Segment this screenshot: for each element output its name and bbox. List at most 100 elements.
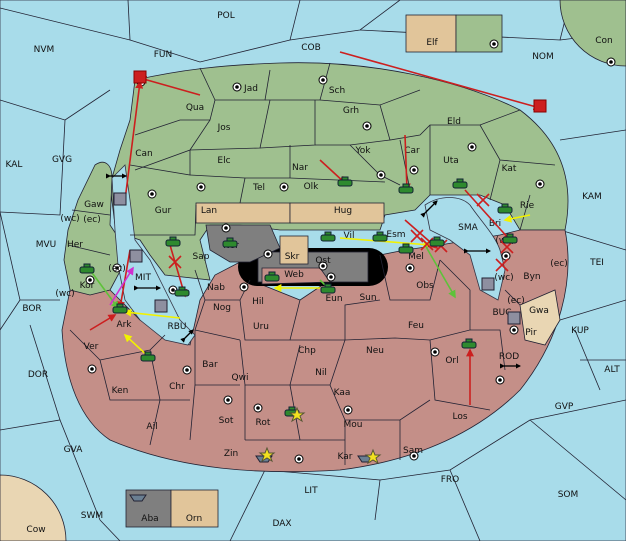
supply-center-dot — [171, 288, 175, 292]
supply-center-dot — [282, 185, 286, 189]
army-unit-icon[interactable] — [502, 233, 518, 244]
region-label-tei: TEI — [589, 258, 604, 268]
region-label-sap: Sap — [193, 252, 210, 262]
army-unit-icon[interactable] — [320, 283, 336, 294]
region-label-feu: Feu — [408, 321, 424, 331]
region-label-dor: DOR — [28, 370, 48, 380]
region-skr[interactable] — [279, 235, 309, 265]
region-label-hil: Hil — [252, 297, 264, 307]
region-orn[interactable] — [170, 489, 219, 528]
army-unit-icon[interactable] — [174, 286, 190, 297]
army-unit-icon[interactable] — [461, 338, 477, 349]
region-label-rie: Rie — [520, 201, 535, 211]
army-unit-icon[interactable] — [429, 236, 445, 247]
region-label-rot: Rot — [256, 418, 271, 428]
supply-center-dot — [365, 124, 369, 128]
region-label-her: Her — [67, 240, 83, 250]
army-unit-icon[interactable] — [398, 183, 414, 194]
region-label-nog: Nog — [213, 303, 231, 313]
region-label-bar: Bar — [202, 360, 218, 370]
army-unit-icon[interactable] — [140, 351, 156, 362]
region-label-tel: Tel — [252, 183, 265, 193]
region-label-fun: FUN — [154, 50, 173, 60]
region-label-cow: Cow — [26, 525, 45, 535]
region-label-rbu: RBU — [167, 322, 186, 332]
region-nor[interactable] — [205, 224, 281, 263]
supply-center-dot — [224, 226, 228, 230]
region-label-sam: Sam — [403, 446, 423, 456]
region-label-ail: Ail — [146, 422, 157, 432]
army-unit-icon[interactable] — [165, 236, 181, 247]
army-unit-icon[interactable] — [452, 178, 468, 189]
region-label-lan: Lan — [201, 206, 217, 216]
province-borders-green — [67, 62, 556, 256]
region-label-sun: Sun — [359, 293, 376, 303]
coast-label: (wc) — [494, 273, 513, 283]
region-label-nil: Nil — [315, 368, 327, 378]
region-label-orn: Orn — [186, 514, 202, 524]
region-label-chr: Chr — [169, 382, 185, 392]
region-label-chp: Chp — [298, 346, 316, 356]
army-unit-icon[interactable] — [264, 271, 280, 282]
region-label-kar: Kar — [338, 452, 353, 462]
fleet-units — [113, 70, 547, 502]
region-cow[interactable] — [0, 474, 67, 541]
region-label-rod: ROD — [499, 352, 519, 362]
region-hug[interactable] — [289, 202, 385, 224]
region-label-vil: Vil — [344, 231, 355, 241]
supply-center-dot — [256, 406, 260, 410]
region-label-uta: Uta — [443, 156, 459, 166]
convoy-link-arrows — [105, 173, 522, 369]
region-gwa[interactable] — [519, 289, 561, 346]
region-label-jos: Jos — [217, 123, 231, 133]
province-borders-red — [69, 254, 521, 465]
supply-center-dot — [433, 350, 437, 354]
coast-label: (ec) — [550, 259, 568, 269]
coast-label: (ec) — [83, 215, 101, 225]
army-units — [79, 176, 518, 417]
region-label-buc: BUC — [492, 308, 511, 318]
army-unit-icon[interactable] — [398, 243, 414, 254]
region-label-grh: Grh — [343, 106, 359, 116]
supply-center-dot — [329, 275, 333, 279]
region-label-neu: Neu — [366, 346, 384, 356]
region-label-web: Web — [284, 270, 304, 280]
army-unit-icon[interactable] — [320, 231, 336, 242]
star-markers — [258, 406, 382, 465]
army-unit-icon[interactable] — [372, 231, 388, 242]
region-label-lit: LIT — [304, 486, 318, 496]
region-label-jad: Jad — [243, 84, 258, 94]
region-label-con: Con — [595, 36, 613, 46]
army-unit-icon[interactable] — [497, 203, 513, 214]
region-label-car: Car — [404, 146, 420, 156]
supply-center-dot — [321, 264, 325, 268]
supply-center-dot — [346, 408, 350, 412]
supply-center-dot — [88, 278, 92, 282]
army-unit-icon[interactable] — [222, 237, 238, 248]
region-label-kam: KAM — [582, 192, 602, 202]
region-elf[interactable] — [405, 14, 457, 53]
supply-center-dot — [115, 266, 119, 270]
region-label-uru: Uru — [253, 322, 269, 332]
army-unit-icon[interactable] — [112, 303, 128, 314]
region-label-kal: KAL — [6, 160, 23, 170]
region-label-can: Can — [135, 149, 153, 159]
region-label-gvg: GVG — [52, 155, 72, 165]
region-label-elc: Elc — [217, 156, 230, 166]
supply-center-dot — [297, 457, 301, 461]
army-unit-icon[interactable] — [79, 263, 95, 274]
supply-center-dot — [538, 182, 542, 186]
region-label-fro: FRO — [441, 475, 460, 485]
region-label-mel: Mel — [408, 252, 424, 262]
region-label-gwa: Gwa — [529, 306, 549, 316]
region-con[interactable] — [559, 0, 626, 67]
region-label-gaw: Gaw — [84, 200, 104, 210]
region-label-nvm: NVM — [34, 45, 55, 55]
region-label-qua: Qua — [186, 103, 204, 113]
army-unit-icon[interactable] — [337, 176, 353, 187]
supply-center-dot — [90, 367, 94, 371]
supply-center-dot — [512, 328, 516, 332]
region-label-ver: Ver — [84, 342, 99, 352]
